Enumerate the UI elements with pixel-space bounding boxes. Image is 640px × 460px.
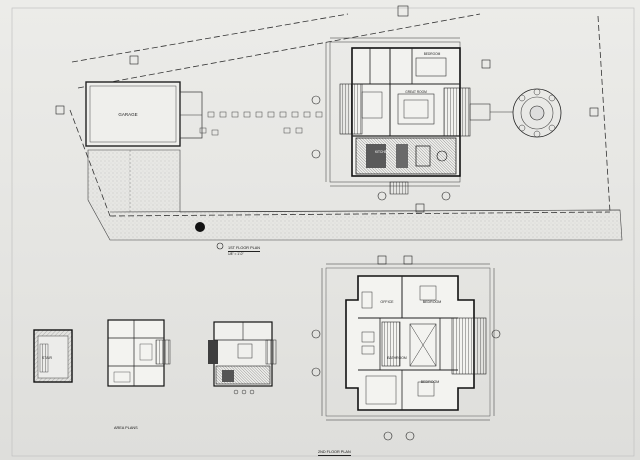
second-plan-title: 2ND FLOOR PLAN [318,450,351,456]
room-bedroom-1: BEDROOM [422,300,442,304]
room-great-room: GREAT ROOM [405,90,427,94]
room-bathroom: BATHROOM [387,356,407,360]
room-primary-bedroom: BEDROOM [423,52,441,56]
site-plan-title-text: 1ST FLOOR PLAN [228,246,261,250]
site-plan [55,5,623,250]
area-plans [33,319,277,395]
second-plan-title-text: 2ND FLOOR PLAN [318,450,351,454]
stair-label: STAIR [41,356,53,360]
garage-label: GARAGE [118,112,138,117]
title-underline [318,455,351,456]
room-kitchen: KITCHEN [375,150,389,154]
site-plan-scale: 1/8" = 1'-0" [228,252,244,256]
room-bedroom-2: BEDROOM [420,380,440,384]
site-plan-title: 1ST FLOOR PLAN 1/8" = 1'-0" [228,246,261,256]
patio-circle [490,88,562,138]
area-plans-title-text: AREA PLANS [114,426,138,430]
room-office: OFFICE [380,300,394,304]
area-plans-title: AREA PLANS [114,426,138,430]
second-floor-plan [311,255,501,441]
